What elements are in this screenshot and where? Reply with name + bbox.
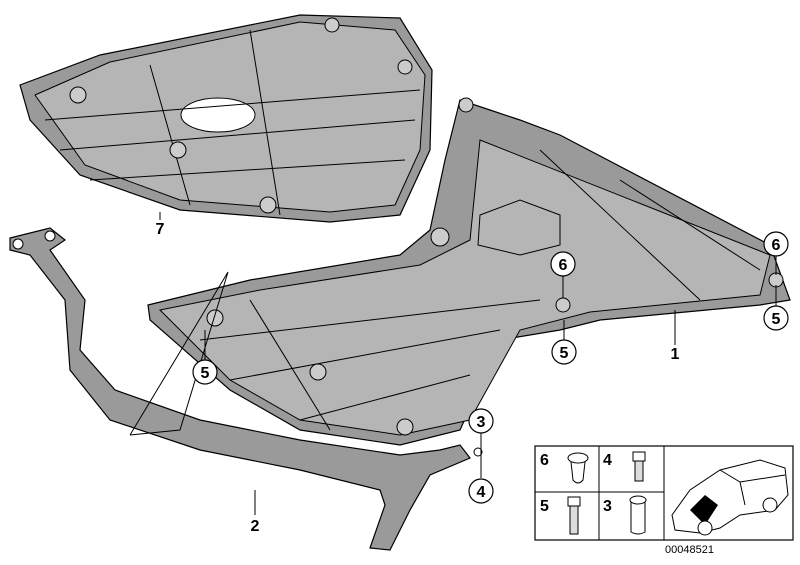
callout-5-left-text: 5: [201, 365, 210, 382]
legend-4: 4: [603, 452, 612, 469]
fastener-legend: 6 4 5 3: [534, 445, 794, 541]
callout-6-right: 6: [763, 231, 789, 257]
part-7-front-shield: [19, 14, 433, 223]
label-2: 2: [251, 518, 260, 535]
car-location-icon: [671, 459, 789, 536]
indicator-lines: [129, 271, 229, 436]
label-1: 1: [671, 346, 680, 363]
callout-6-right-text: 6: [772, 237, 781, 254]
label-7: 7: [156, 221, 165, 238]
callout-3: 3: [468, 408, 494, 434]
legend-3: 3: [603, 498, 612, 515]
callout-6-center: 6: [550, 251, 576, 277]
callout-5-right: 5: [763, 305, 789, 331]
diagram-part-number: 00048521: [665, 544, 714, 556]
callout-5-center-text: 5: [560, 345, 569, 362]
callout-3-text: 3: [477, 414, 486, 431]
callout-5-right-text: 5: [772, 311, 781, 328]
callout-4-text: 4: [477, 484, 486, 501]
part-2-brace: [9, 227, 483, 551]
callout-5-left: 5: [192, 359, 218, 385]
part-1-rear-shield: [147, 97, 791, 446]
leader-lines: [159, 212, 777, 515]
legend-5: 5: [540, 498, 549, 515]
long-screw-icon: [567, 496, 581, 535]
legend-6: 6: [540, 452, 549, 469]
expanding-nut-icon: [567, 452, 589, 484]
short-screw-icon: [632, 451, 646, 482]
sleeve-nut-icon: [629, 495, 647, 535]
callout-4: 4: [468, 478, 494, 504]
callout-6-center-text: 6: [559, 257, 568, 274]
callout-5-center: 5: [551, 339, 577, 365]
